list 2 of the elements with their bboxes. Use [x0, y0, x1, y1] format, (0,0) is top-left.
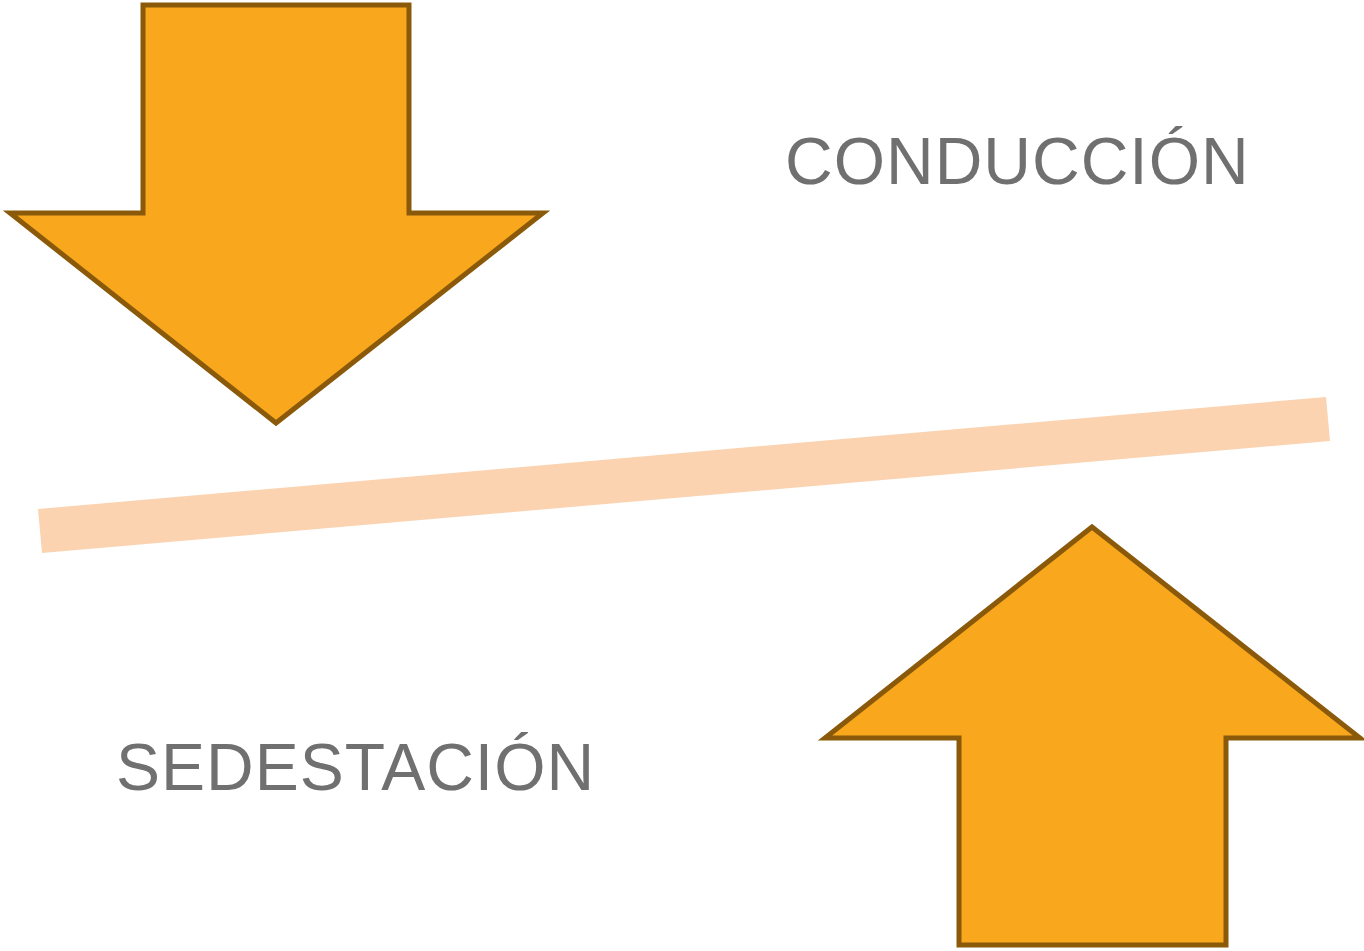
label-text: SEDESTACIÓN — [116, 734, 596, 800]
label-text: CONDUCCIÓN — [785, 128, 1250, 194]
